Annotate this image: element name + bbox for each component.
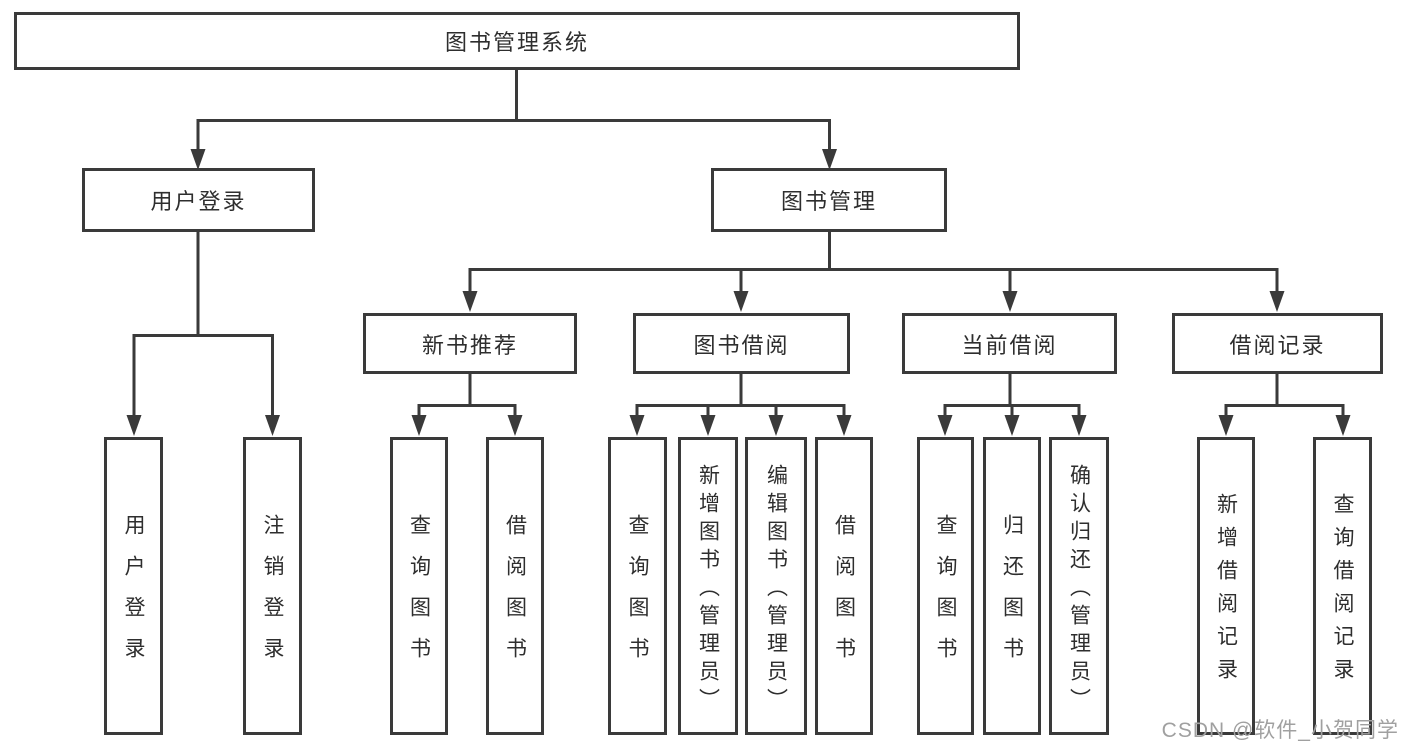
leaf-borrow-books-recommend-label: 借阅图书 bbox=[503, 514, 527, 678]
node-current-borrowing-label: 当前借阅 bbox=[961, 332, 1058, 358]
node-new-book-recommendation: 新书推荐 bbox=[363, 313, 577, 374]
node-new-book-recommendation-label: 新书推荐 bbox=[421, 332, 518, 358]
node-book-borrowing: 图书借阅 bbox=[633, 313, 850, 374]
node-root-system-label: 图书管理系统 bbox=[444, 30, 589, 55]
leaf-return-books: 归还图书 bbox=[983, 437, 1041, 735]
leaf-query-borrow-record-label: 查询借阅记录 bbox=[1331, 493, 1354, 691]
leaf-query-books-recommend: 查询图书 bbox=[390, 437, 448, 735]
leaf-return-books-label: 归还图书 bbox=[1000, 514, 1024, 678]
leaf-edit-book-admin-label: 编辑图书（管理员） bbox=[764, 463, 788, 716]
leaf-logout-login: 注销登录 bbox=[243, 437, 302, 735]
leaf-confirm-return-admin-label: 确认归还（管理员） bbox=[1067, 463, 1091, 716]
leaf-confirm-return-admin: 确认归还（管理员） bbox=[1049, 437, 1109, 735]
node-current-borrowing: 当前借阅 bbox=[902, 313, 1117, 374]
leaf-query-borrow-record: 查询借阅记录 bbox=[1313, 437, 1372, 735]
leaf-query-books-recommend-label: 查询图书 bbox=[407, 514, 431, 678]
leaf-user-login-label: 用户登录 bbox=[122, 514, 145, 678]
arrowheads bbox=[126, 149, 1351, 436]
node-user-login-label: 用户登录 bbox=[150, 189, 247, 214]
node-borrowing-records: 借阅记录 bbox=[1172, 313, 1383, 374]
node-borrowing-records-label: 借阅记录 bbox=[1229, 332, 1326, 358]
leaf-logout-login-label: 注销登录 bbox=[261, 514, 284, 678]
node-book-management: 图书管理 bbox=[711, 168, 947, 232]
csdn-watermark: CSDN @软件_小贺同学 bbox=[1161, 719, 1399, 742]
leaf-borrow-books-recommend: 借阅图书 bbox=[486, 437, 544, 735]
node-book-management-label: 图书管理 bbox=[780, 189, 877, 214]
node-user-login: 用户登录 bbox=[82, 168, 315, 232]
leaf-user-login: 用户登录 bbox=[104, 437, 163, 735]
leaf-query-books-current: 查询图书 bbox=[917, 437, 974, 735]
leaf-edit-book-admin: 编辑图书（管理员） bbox=[745, 437, 807, 735]
leaf-query-books-borrowing: 查询图书 bbox=[608, 437, 667, 735]
leaf-add-book-admin-label: 新增图书（管理员） bbox=[696, 463, 720, 716]
leaf-borrow-books-borrowing-label: 借阅图书 bbox=[832, 514, 856, 678]
leaf-borrow-books-borrowing: 借阅图书 bbox=[815, 437, 873, 735]
node-book-borrowing-label: 图书借阅 bbox=[693, 332, 790, 358]
leaf-query-books-current-label: 查询图书 bbox=[934, 514, 957, 678]
leaf-add-borrow-record-label: 新增借阅记录 bbox=[1214, 493, 1238, 691]
leaf-query-books-borrowing-label: 查询图书 bbox=[626, 514, 649, 678]
node-root-system: 图书管理系统 bbox=[14, 12, 1020, 70]
leaf-add-book-admin: 新增图书（管理员） bbox=[678, 437, 738, 735]
leaf-add-borrow-record: 新增借阅记录 bbox=[1197, 437, 1255, 735]
